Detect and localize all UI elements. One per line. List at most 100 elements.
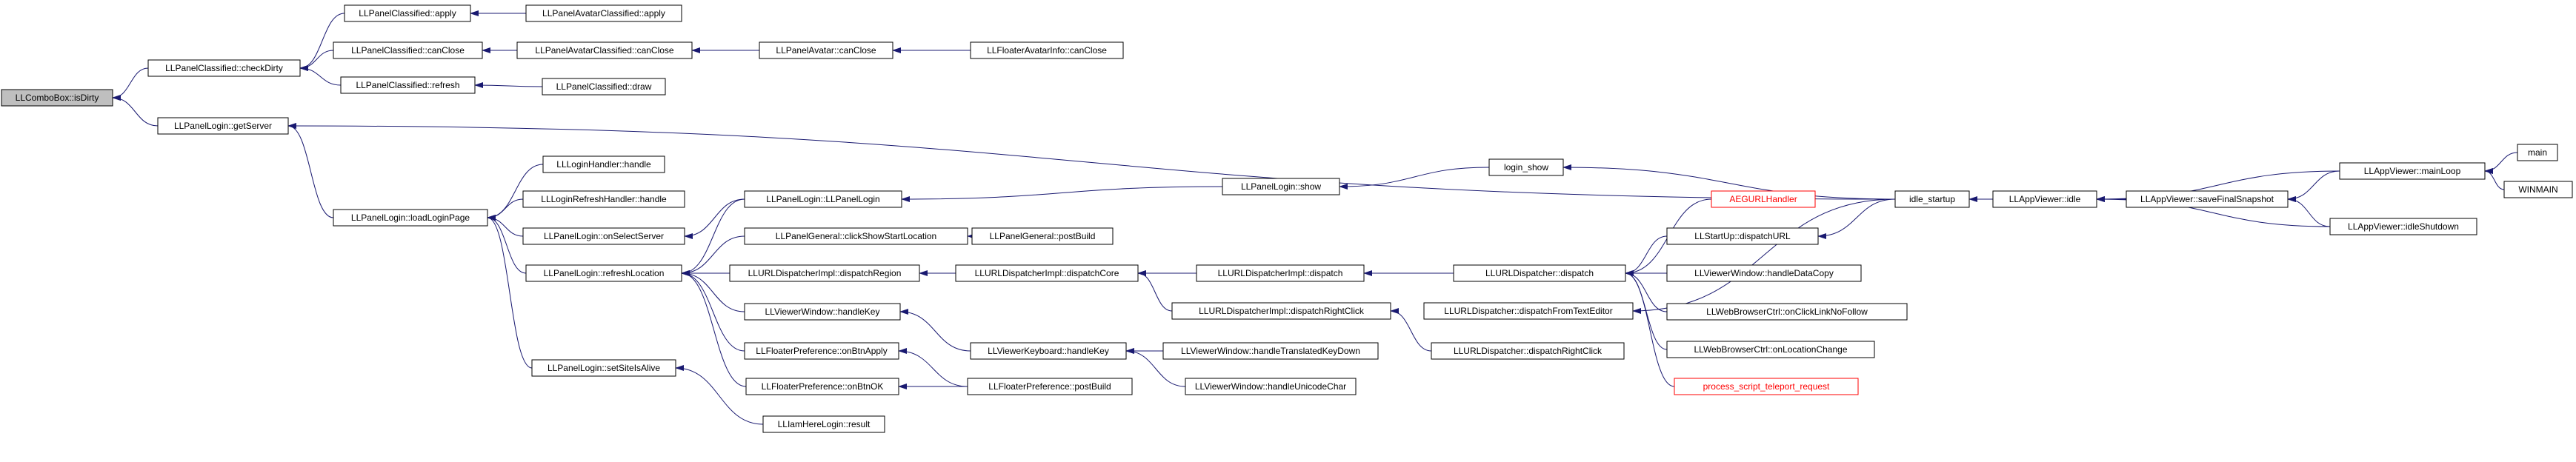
node-box[interactable] bbox=[542, 78, 666, 96]
node-box[interactable] bbox=[1894, 190, 1970, 208]
node-llurldispatcherimpl-dispatch[interactable]: LLURLDispatcherImpl::dispatch bbox=[1196, 264, 1365, 282]
node-llfloaterpreference-onbtnapply[interactable]: LLFloaterPreference::onBtnApply bbox=[744, 342, 899, 360]
node-llpanelavatarclassified-canclose[interactable]: LLPanelAvatarClassified::canClose bbox=[516, 41, 693, 59]
node-box[interactable] bbox=[762, 415, 885, 433]
node-box[interactable] bbox=[970, 41, 1124, 59]
node-llpanelclassified-canclose[interactable]: LLPanelClassified::canClose bbox=[333, 41, 483, 59]
node-llpanellogin-refreshlocation[interactable]: LLPanelLogin::refreshLocation bbox=[525, 264, 682, 282]
node-llstartup-dispatchurl[interactable]: LLStartUp::dispatchURL bbox=[1666, 227, 1819, 245]
node-llwebbrowserctrl-onlocationchange[interactable]: LLWebBrowserCtrl::onLocationChange bbox=[1666, 341, 1875, 358]
node-llpanelavatar-canclose[interactable]: LLPanelAvatar::canClose bbox=[759, 41, 893, 59]
node-box[interactable] bbox=[2339, 162, 2486, 180]
node-box[interactable] bbox=[340, 76, 476, 94]
node-box[interactable] bbox=[1666, 227, 1819, 245]
node-llviewerwindow-handleunicodechar[interactable]: LLViewerWindow::handleUnicodeChar bbox=[1185, 378, 1357, 395]
node-box[interactable] bbox=[744, 227, 968, 245]
node-llurldispatcher-dispatchrightclick[interactable]: LLURLDispatcher::dispatchRightClick bbox=[1431, 342, 1625, 360]
node-box[interactable] bbox=[1185, 378, 1357, 395]
node-llappviewer-idleshutdown[interactable]: LLAppViewer::idleShutdown bbox=[2329, 218, 2477, 235]
node-llloginhandler-handle[interactable]: LLLoginHandler::handle bbox=[542, 155, 665, 173]
node-llurldispatcher-dispatchfromtexteditor[interactable]: LLURLDispatcher::dispatchFromTextEditor bbox=[1423, 302, 1634, 320]
node-box[interactable] bbox=[759, 41, 893, 59]
node-box[interactable] bbox=[333, 41, 483, 59]
node-aegurlhandler[interactable]: AEGURLHandler bbox=[1711, 190, 1816, 208]
node-box[interactable] bbox=[744, 190, 902, 208]
node-box[interactable] bbox=[1666, 341, 1875, 358]
node-llurldispatcherimpl-dispatchcore[interactable]: LLURLDispatcherImpl::dispatchCore bbox=[955, 264, 1139, 282]
node-box[interactable] bbox=[516, 41, 693, 59]
node-box[interactable] bbox=[344, 4, 471, 22]
node-llwebbrowserctrl-onclicklinknofollow[interactable]: LLWebBrowserCtrl::onClickLinkNoFollow bbox=[1666, 303, 1908, 321]
node-box[interactable] bbox=[1453, 264, 1626, 282]
node-box[interactable] bbox=[1423, 302, 1634, 320]
node-llurldispatcherimpl-dispatchrightclick[interactable]: LLURLDispatcherImpl::dispatchRightClick bbox=[1171, 302, 1391, 320]
node-box[interactable] bbox=[1711, 190, 1816, 208]
node-llfloaterpreference-onbtnok[interactable]: LLFloaterPreference::onBtnOK bbox=[745, 378, 899, 395]
node-box[interactable] bbox=[744, 303, 901, 321]
node-llpanellogin-llpanellogin[interactable]: LLPanelLogin::LLPanelLogin bbox=[744, 190, 902, 208]
node-process-script-teleport-request[interactable]: process_script_teleport_request bbox=[1674, 378, 1859, 395]
node-box[interactable] bbox=[525, 264, 682, 282]
node-llviewerwindow-handledatacopy[interactable]: LLViewerWindow::handleDataCopy bbox=[1666, 264, 1862, 282]
node-box[interactable] bbox=[1162, 342, 1379, 360]
node-llpanellogin-onselectserver[interactable]: LLPanelLogin::onSelectServer bbox=[522, 227, 685, 245]
node-box[interactable] bbox=[744, 342, 899, 360]
node-llpanelclassified-apply[interactable]: LLPanelClassified::apply bbox=[344, 4, 471, 22]
node-box[interactable] bbox=[1431, 342, 1625, 360]
node-llappviewer-idle[interactable]: LLAppViewer::idle bbox=[1992, 190, 2097, 208]
node-box[interactable] bbox=[745, 378, 899, 395]
node-box[interactable] bbox=[967, 378, 1133, 395]
node-box[interactable] bbox=[1674, 378, 1859, 395]
node-box[interactable] bbox=[1, 89, 113, 107]
node-llfloateravatarinfo-canclose[interactable]: LLFloaterAvatarInfo::canClose bbox=[970, 41, 1124, 59]
node-llpanelclassified-draw[interactable]: LLPanelClassified::draw bbox=[542, 78, 666, 96]
node-box[interactable] bbox=[955, 264, 1139, 282]
node-box[interactable] bbox=[531, 359, 676, 377]
node-llpanellogin-show[interactable]: LLPanelLogin::show bbox=[1222, 178, 1340, 195]
node-llurldispatcher-dispatch[interactable]: LLURLDispatcher::dispatch bbox=[1453, 264, 1626, 282]
node-box[interactable] bbox=[729, 264, 920, 282]
node-box[interactable] bbox=[2126, 190, 2289, 208]
node-main[interactable]: main bbox=[2517, 144, 2558, 161]
node-box[interactable] bbox=[970, 342, 1127, 360]
node-idle-startup[interactable]: idle_startup bbox=[1894, 190, 1970, 208]
node-winmain[interactable]: WINMAIN bbox=[2503, 181, 2573, 198]
node-llcombobox-isdirty[interactable]: LLComboBox::isDirty bbox=[1, 89, 113, 107]
node-lliamherelogin-result[interactable]: LLIamHereLogin::result bbox=[762, 415, 885, 433]
node-llpanelgeneral-clickshowstartlocation[interactable]: LLPanelGeneral::clickShowStartLocation bbox=[744, 227, 968, 245]
node-box[interactable] bbox=[1666, 264, 1862, 282]
node-llviewerwindow-handlekey[interactable]: LLViewerWindow::handleKey bbox=[744, 303, 901, 321]
node-llpanelavatarclassified-apply[interactable]: LLPanelAvatarClassified::apply bbox=[525, 4, 682, 22]
node-box[interactable] bbox=[1171, 302, 1391, 320]
node-llpanelclassified-checkdirty[interactable]: LLPanelClassified::checkDirty bbox=[147, 59, 301, 77]
node-login-show[interactable]: login_show bbox=[1488, 158, 1564, 176]
node-box[interactable] bbox=[333, 209, 488, 227]
node-llurldispatcherimpl-dispatchregion[interactable]: LLURLDispatcherImpl::dispatchRegion bbox=[729, 264, 920, 282]
node-box[interactable] bbox=[522, 190, 685, 208]
node-box[interactable] bbox=[525, 4, 682, 22]
node-llfloaterpreference-postbuild[interactable]: LLFloaterPreference::postBuild bbox=[967, 378, 1133, 395]
node-llappviewer-savefinalsnapshot[interactable]: LLAppViewer::saveFinalSnapshot bbox=[2126, 190, 2289, 208]
node-llpanellogin-setsiteisalive[interactable]: LLPanelLogin::setSiteIsAlive bbox=[531, 359, 676, 377]
node-box[interactable] bbox=[1666, 303, 1908, 321]
node-box[interactable] bbox=[1196, 264, 1365, 282]
node-box[interactable] bbox=[522, 227, 685, 245]
node-box[interactable] bbox=[971, 227, 1114, 245]
node-box[interactable] bbox=[1992, 190, 2097, 208]
node-llviewerkeyboard-handlekey[interactable]: LLViewerKeyboard::handleKey bbox=[970, 342, 1127, 360]
node-box[interactable] bbox=[2503, 181, 2573, 198]
node-box[interactable] bbox=[542, 155, 665, 173]
node-box[interactable] bbox=[147, 59, 301, 77]
node-box[interactable] bbox=[2329, 218, 2477, 235]
node-llpanelgeneral-postbuild[interactable]: LLPanelGeneral::postBuild bbox=[971, 227, 1114, 245]
node-llpanellogin-getserver[interactable]: LLPanelLogin::getServer bbox=[157, 117, 289, 135]
node-box[interactable] bbox=[1222, 178, 1340, 195]
node-box[interactable] bbox=[157, 117, 289, 135]
node-box[interactable] bbox=[2517, 144, 2558, 161]
node-llpanelclassified-refresh[interactable]: LLPanelClassified::refresh bbox=[340, 76, 476, 94]
node-llpanellogin-loadloginpage[interactable]: LLPanelLogin::loadLoginPage bbox=[333, 209, 488, 227]
node-llloginrefreshhandler-handle[interactable]: LLLoginRefreshHandler::handle bbox=[522, 190, 685, 208]
node-llappviewer-mainloop[interactable]: LLAppViewer::mainLoop bbox=[2339, 162, 2486, 180]
node-box[interactable] bbox=[1488, 158, 1564, 176]
node-llviewerwindow-handletranslatedkeydown[interactable]: LLViewerWindow::handleTranslatedKeyDown bbox=[1162, 342, 1379, 360]
